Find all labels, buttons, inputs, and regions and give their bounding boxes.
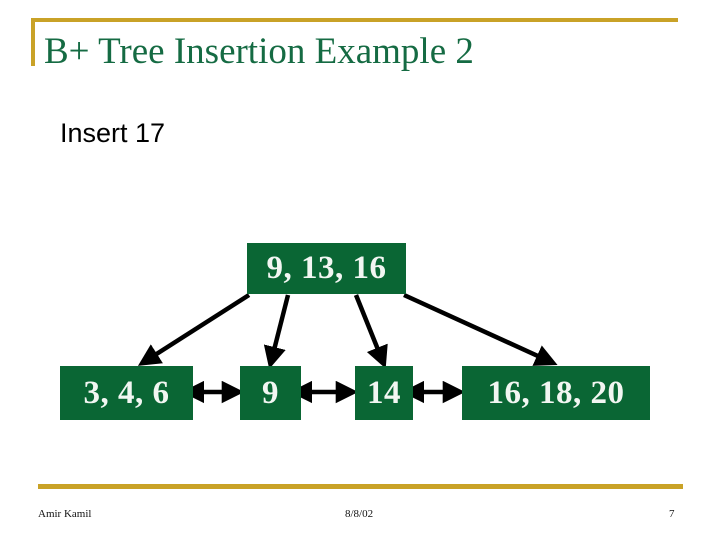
edge-root-to-leaf-0 (137, 293, 251, 366)
page-title: B+ Tree Insertion Example 2 (44, 31, 474, 72)
footer-page-number: 7 (669, 508, 675, 520)
title-left-rule (31, 18, 35, 66)
tree-node-leaf-1: 9 (240, 366, 301, 420)
tree-node-leaf-2: 14 (355, 366, 413, 420)
tree-node-leaf-3: 16, 18, 20 (462, 366, 650, 420)
edge-root-to-leaf-1 (263, 294, 291, 369)
tree-node-root: 9, 13, 16 (247, 243, 406, 294)
slide-body-text: Insert 17 (60, 118, 166, 148)
edge-root-to-leaf-2 (353, 294, 388, 369)
footer-author: Amir Kamil (38, 508, 92, 520)
title-top-rule (31, 18, 678, 22)
edge-root-to-leaf-3 (403, 292, 558, 366)
footer-rule (38, 484, 683, 489)
tree-node-leaf-0: 3, 4, 6 (60, 366, 193, 420)
footer-date: 8/8/02 (345, 508, 374, 520)
